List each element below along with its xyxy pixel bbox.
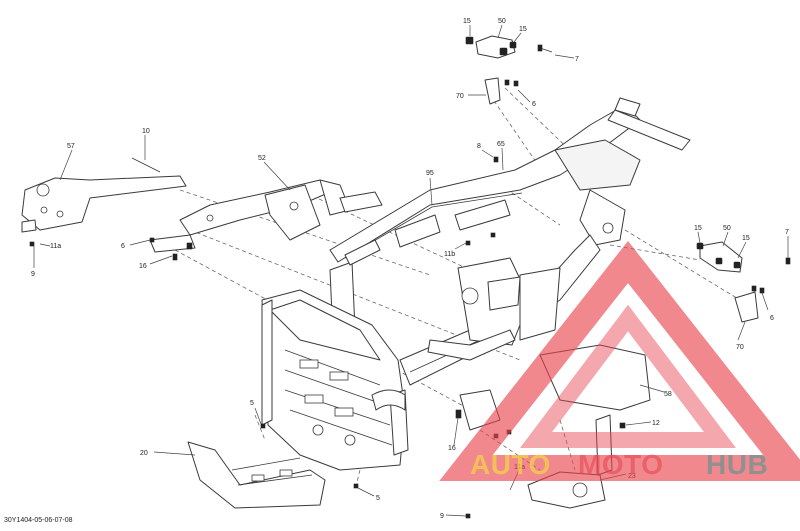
document-reference: 30Y1404-05-06-07-08 xyxy=(4,517,73,524)
callout-15: 15 xyxy=(742,235,750,242)
top-bracket-set xyxy=(465,35,553,105)
callout-20: 20 xyxy=(140,450,148,457)
callout-16: 16 xyxy=(139,263,147,270)
callout-10: 10 xyxy=(142,128,150,135)
callout-12: 12 xyxy=(652,420,660,427)
watermark-triangle-inner xyxy=(519,304,737,448)
watermark-brand-hub: HUB xyxy=(706,449,768,480)
callout-6: 6 xyxy=(532,101,536,108)
callout-57: 57 xyxy=(67,143,75,150)
callout-11b: 11b xyxy=(444,251,455,258)
callout-50: 50 xyxy=(498,18,506,25)
callout-95: 95 xyxy=(426,170,434,177)
main-frame xyxy=(261,97,691,471)
watermark-brand-auto: AUTO xyxy=(470,449,551,480)
callout-7: 7 xyxy=(785,229,789,236)
assembly-guide-lines xyxy=(174,87,741,491)
callout-11a: 11a xyxy=(50,243,61,250)
callout-50: 50 xyxy=(723,225,731,232)
steering-support-assembly xyxy=(21,157,383,253)
callout-70: 70 xyxy=(456,93,464,100)
watermark-brand-moto: MOTO xyxy=(578,449,663,480)
callout-6: 6 xyxy=(770,315,774,322)
automotohub-watermark: AUTO MOTO HUB xyxy=(439,240,800,481)
callout-65: 65 xyxy=(497,141,505,148)
callout-15: 15 xyxy=(463,18,471,25)
right-bracket-set xyxy=(696,241,791,323)
callout-16: 16 xyxy=(448,445,456,452)
callout-9: 9 xyxy=(31,271,35,278)
callout-15: 15 xyxy=(694,225,702,232)
callout-5: 5 xyxy=(250,400,254,407)
watermark-triangle-outer xyxy=(439,240,800,481)
callout-70: 70 xyxy=(736,344,744,351)
callout-15: 15 xyxy=(519,26,527,33)
callout-5: 5 xyxy=(376,495,380,502)
foot-rest-assembly xyxy=(187,441,326,509)
callout-52: 52 xyxy=(258,155,266,162)
callout-9: 9 xyxy=(440,513,444,520)
callout-8: 8 xyxy=(477,143,481,150)
callout-6: 6 xyxy=(121,243,125,250)
callout-58: 58 xyxy=(664,391,672,398)
callout-7: 7 xyxy=(575,56,579,63)
